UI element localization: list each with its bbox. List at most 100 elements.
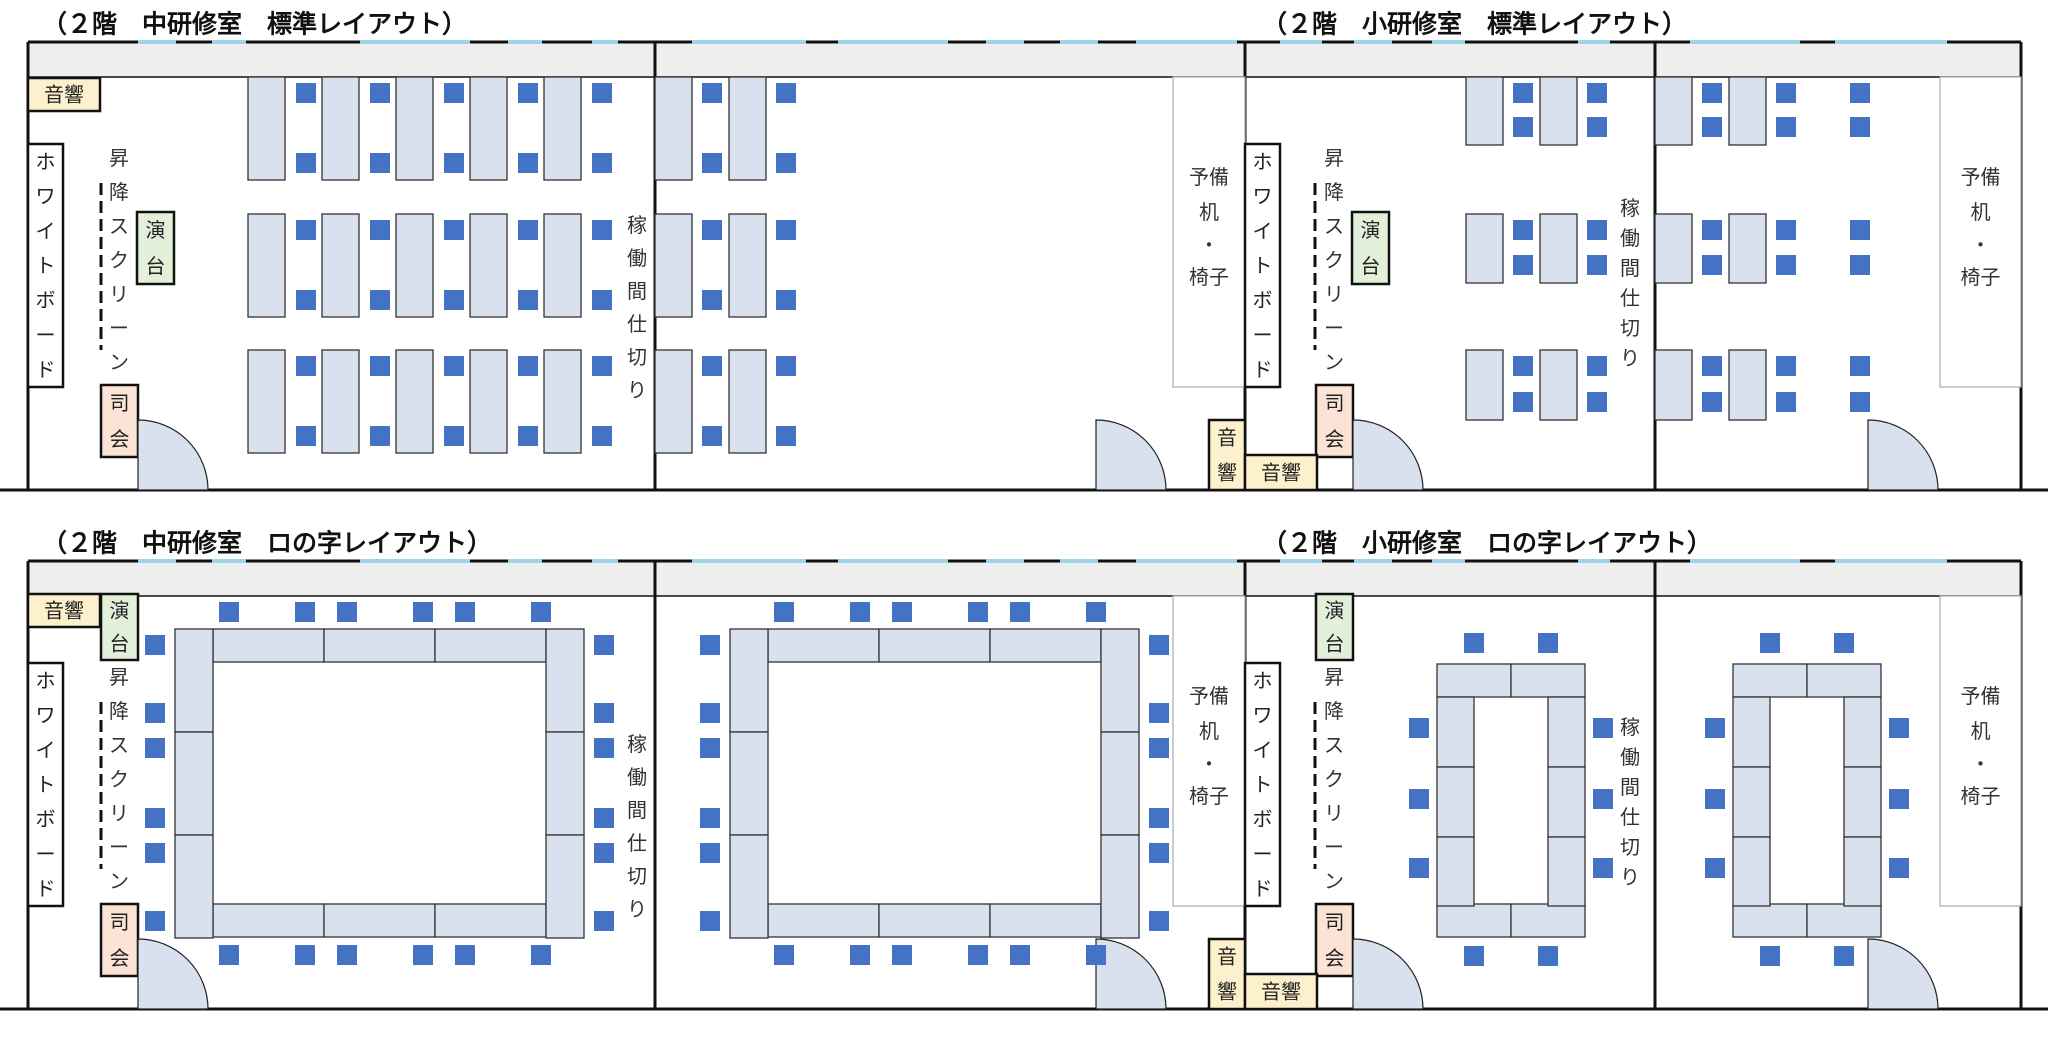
- spare-label: 机: [1199, 719, 1219, 743]
- whiteboard-label: ド: [36, 358, 56, 382]
- partition-label: 間: [627, 798, 647, 822]
- table: [1539, 76, 1578, 146]
- chair: [1776, 356, 1796, 376]
- spare-label: ・: [1199, 233, 1219, 257]
- chair: [892, 602, 912, 622]
- table: [469, 213, 508, 318]
- whiteboard-label: ホ: [1253, 668, 1273, 692]
- whiteboard-label: ホ: [36, 149, 56, 173]
- chair: [518, 220, 538, 240]
- table: [1465, 76, 1504, 146]
- mc-box: [1314, 902, 1355, 978]
- panel-title: （２階 小研修室 標準レイアウト）: [1262, 10, 1687, 39]
- door-icon: [1095, 938, 1167, 1010]
- chair: [1513, 255, 1533, 275]
- whiteboard-label: ボ: [36, 288, 56, 312]
- lift-screen-label: ー: [109, 835, 129, 859]
- whiteboard-label: ド: [1253, 877, 1273, 901]
- table: [1100, 628, 1140, 733]
- lift-screen-label: ス: [1324, 214, 1344, 238]
- chair: [776, 153, 796, 173]
- door-icon: [1867, 938, 1939, 1010]
- chair: [594, 635, 614, 655]
- audio-label: 音: [1217, 945, 1237, 969]
- chair: [776, 426, 796, 446]
- lift-screen-label: ー: [1324, 835, 1344, 859]
- table: [323, 903, 436, 938]
- podium-label: 台: [1325, 632, 1345, 656]
- chair: [592, 83, 612, 103]
- panel-title: （２階 中研修室 ロの字レイアウト）: [42, 529, 492, 558]
- spare-label: 予備: [1189, 684, 1229, 708]
- chair: [370, 290, 390, 310]
- chair: [774, 945, 794, 965]
- lift-screen-label: ク: [109, 767, 129, 791]
- partition-label: 稼: [1620, 196, 1640, 220]
- table: [729, 834, 769, 939]
- lift-screen-label: 降: [109, 180, 129, 204]
- chair: [594, 843, 614, 863]
- table: [1806, 903, 1882, 938]
- table: [247, 349, 286, 454]
- mc-label: 会: [1325, 946, 1345, 970]
- spare-label: ・: [1971, 233, 1991, 257]
- table: [1547, 766, 1586, 838]
- chair: [295, 602, 315, 622]
- partition-label: 切: [1620, 316, 1640, 340]
- chair: [776, 83, 796, 103]
- table: [434, 628, 547, 663]
- chair: [702, 83, 722, 103]
- whiteboard-label: イ: [1253, 219, 1273, 243]
- whiteboard-box: [26, 142, 65, 389]
- table: [728, 76, 767, 181]
- chair: [1702, 117, 1722, 137]
- whiteboard-box: [1243, 661, 1282, 908]
- chair: [370, 220, 390, 240]
- chair: [1850, 117, 1870, 137]
- lift-screen-label: 昇: [109, 665, 129, 689]
- table: [1732, 903, 1808, 938]
- table: [1728, 76, 1767, 146]
- table: [728, 213, 767, 318]
- audio-label: 音響: [44, 83, 84, 107]
- table: [247, 76, 286, 181]
- chair: [145, 843, 165, 863]
- panel-title: （２階 中研修室 標準レイアウト）: [42, 10, 467, 39]
- spare-label: 机: [1971, 719, 1991, 743]
- table: [1806, 663, 1882, 698]
- table: [212, 628, 325, 663]
- chair: [1834, 946, 1854, 966]
- table: [212, 903, 325, 938]
- chair: [145, 808, 165, 828]
- chair: [594, 808, 614, 828]
- chair: [1593, 718, 1613, 738]
- chair: [1513, 356, 1533, 376]
- chair: [1409, 789, 1429, 809]
- chair: [518, 356, 538, 376]
- table: [469, 349, 508, 454]
- chair: [296, 220, 316, 240]
- partition-label: り: [1620, 865, 1640, 889]
- partition-label: 切: [627, 864, 647, 888]
- door-icon: [1352, 938, 1424, 1010]
- chair: [296, 83, 316, 103]
- chair: [1086, 602, 1106, 622]
- table: [174, 628, 214, 733]
- chair: [1776, 255, 1796, 275]
- whiteboard-label: ト: [36, 773, 56, 797]
- podium-label: 演: [146, 218, 166, 242]
- chair: [296, 356, 316, 376]
- spare-label: 椅子: [1189, 265, 1229, 289]
- partition-label: 切: [1620, 835, 1640, 859]
- whiteboard-box: [1243, 142, 1282, 389]
- lift-screen-label: ク: [109, 248, 129, 272]
- table: [1539, 349, 1578, 421]
- chair: [1513, 392, 1533, 412]
- chair: [1889, 789, 1909, 809]
- audio-label: 響: [1217, 461, 1237, 485]
- chair: [1587, 220, 1607, 240]
- whiteboard-label: ボ: [1253, 807, 1273, 831]
- table: [543, 213, 582, 318]
- partition-label: 仕: [627, 831, 647, 855]
- chair: [1702, 255, 1722, 275]
